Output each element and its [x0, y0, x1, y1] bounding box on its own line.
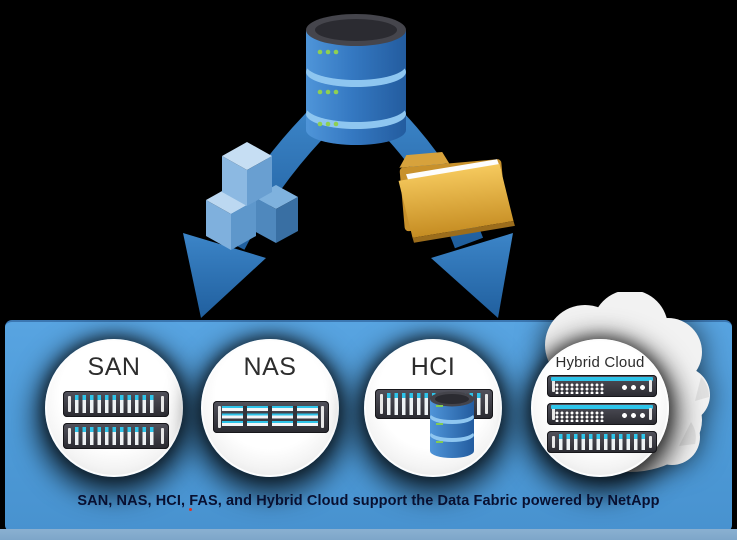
data-cubes-icon	[206, 142, 298, 250]
caption-text: SAN, NAS, HCI, FAS, and Hybrid Cloud sup…	[77, 493, 660, 509]
footer-strip	[0, 529, 737, 540]
mini-database-icon	[430, 391, 474, 458]
category-circle-hci: HCI	[364, 339, 502, 477]
red-dot-artifact	[189, 508, 192, 511]
database-stack-icon	[306, 14, 406, 145]
top-artwork	[183, 14, 515, 318]
category-label: HCI	[410, 353, 456, 381]
category-label: NAS	[243, 353, 297, 381]
category-label: SAN	[87, 353, 141, 381]
category-circle-nas: NAS	[201, 339, 339, 477]
category-circle-san: SAN	[45, 339, 183, 477]
category-label: Hybrid Cloud	[555, 354, 645, 371]
file-folder-icon	[398, 151, 515, 243]
category-circle-hybrid-cloud: Hybrid Cloud	[531, 339, 669, 477]
